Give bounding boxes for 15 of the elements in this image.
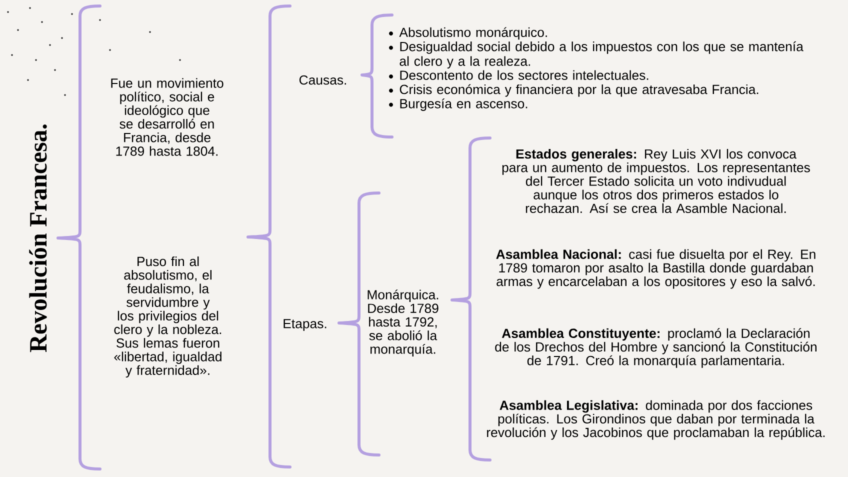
list-item: Crisis económica y financiera por la que atravesaba Francia. [400, 84, 758, 97]
description-text: Puso fin al absolutismo, el feudalismo, la servidumbre y los privilegios del clero y la nobleza. Sus lemas fueron «libertad, igualdad y fraternidad». [114, 256, 222, 378]
stage-description: Estados generales: Rey Luis XVI los convoca para un aumento de impuestos. Los representantes del Tercer Estado solicita un voto indivudual aunque los otros dos primeros estados lo rechazan. Así se crea la Asamble Nacional. [502, 148, 810, 214]
stage-description: Asamblea Nacional: casi fue disuelta por el Rey. En 1789 tomaron por asalto la Bastilla donde guardaban armas y encarcelaban a los opositores y eso la salvó. [496, 249, 816, 289]
list-item: Absolutismo monárquico. [399, 27, 547, 40]
title: Revolución Francesa. [29, 124, 47, 352]
list-item: Desigualdad social debido a los impuestos con los que se mantenía al clero y a la realeza. [400, 41, 804, 68]
stage-description: Asamblea Constituyente: proclamó la Declaración de los Drechos del Hombre y sancionó la Constitución de 1791. Creó la monarquía parlamentaria. [495, 328, 816, 368]
category-label: Causas. [299, 75, 346, 85]
category-label: Etapas. [284, 319, 326, 331]
description-text: Monárquica. Desde 1789 hasta 1792, se abolió la monarquía. [368, 290, 438, 356]
list-item: Descontento de los sectores intelectuales. [400, 70, 648, 80]
stage-description: Asamblea Legislativa: dominada por dos facciones políticas. Los Girondinos que daban por terminada la revolución y los Jacobinos que proclamaban la república. [487, 400, 825, 440]
description-text: Fue un movimiento político, social e ideológico que se desarrolló en Francia, desde 1789 hasta 1804. [111, 78, 224, 156]
list-item: Burgesía en ascenso. [400, 98, 528, 111]
